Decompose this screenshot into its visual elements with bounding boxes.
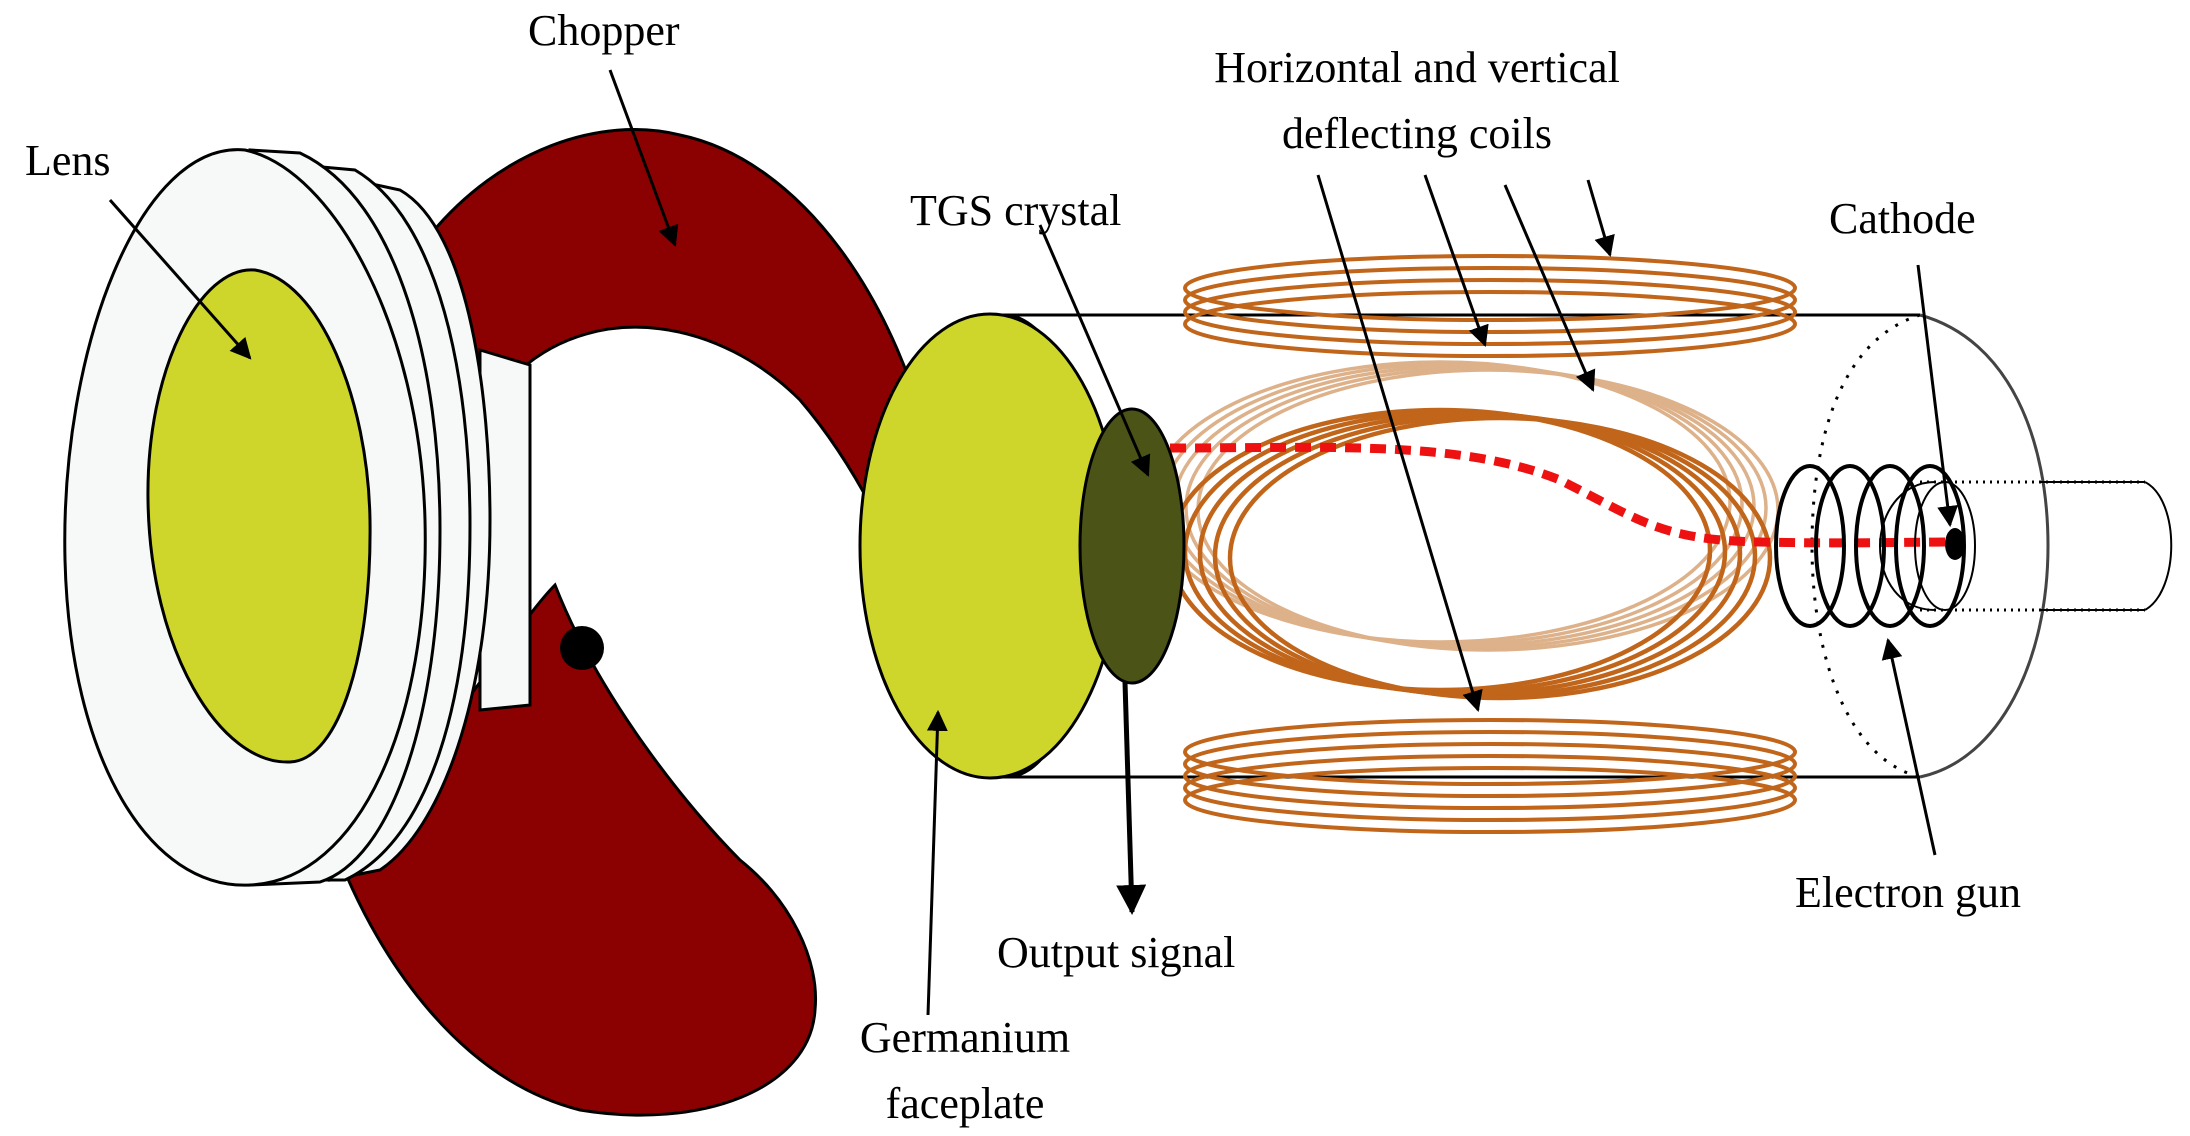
lens-arrow [108, 199, 252, 360]
gun-coil-3 [1854, 464, 1926, 628]
tube-end-cap [1919, 313, 2050, 779]
front-vertical-coil [1167, 407, 1773, 701]
gun-cylinder [1878, 481, 1936, 611]
leader-arrows [108, 69, 1959, 1016]
lens-glass [146, 268, 372, 764]
output-signal-label: Output signal [997, 928, 1235, 977]
coils-label-line1: Horizontal and vertical [1214, 43, 1620, 92]
tube-tail-cap [2144, 481, 2173, 611]
lens-label: Lens [25, 136, 111, 185]
top-horizontal-coil [1183, 254, 1797, 358]
coils-arrow-front [1423, 174, 1489, 347]
coils-label-line2: deflecting coils [1282, 109, 1552, 158]
tgs-crystal [1078, 407, 1186, 685]
labels: Lens Chopper Horizontal and vertical def… [25, 6, 2021, 1128]
coils-arrow-top [1586, 179, 1615, 258]
coils-arrow-back [1503, 184, 1596, 392]
tgs-crystal-arrow [1038, 224, 1151, 477]
electron-gun [1774, 464, 1976, 628]
chopper-arrow [608, 69, 679, 247]
tgs-crystal-label: TGS crystal [910, 186, 1121, 235]
chopper-hub [560, 626, 604, 670]
germanium-label-line1: Germanium [860, 1013, 1070, 1062]
cathode-dot [1945, 528, 1965, 560]
output-signal-arrow [1116, 681, 1147, 915]
germanium-arrow [926, 709, 948, 1016]
cathode-label: Cathode [1829, 194, 1976, 243]
chopper-label: Chopper [528, 6, 680, 55]
coils-arrow-bottom [1316, 174, 1483, 713]
lens-assembly [63, 148, 532, 887]
deflecting-coils [1148, 254, 1797, 834]
electron-gun-arrow [1881, 637, 1937, 856]
bottom-horizontal-coil [1183, 718, 1797, 834]
electron-gun-label: Electron gun [1795, 868, 2021, 917]
cathode-arrow [1916, 264, 1959, 528]
gun-coil-2 [1814, 464, 1886, 628]
gun-coil-1 [1774, 464, 1846, 628]
germanium-faceplate [858, 312, 1122, 780]
germanium-label-line2: faceplate [886, 1079, 1045, 1128]
